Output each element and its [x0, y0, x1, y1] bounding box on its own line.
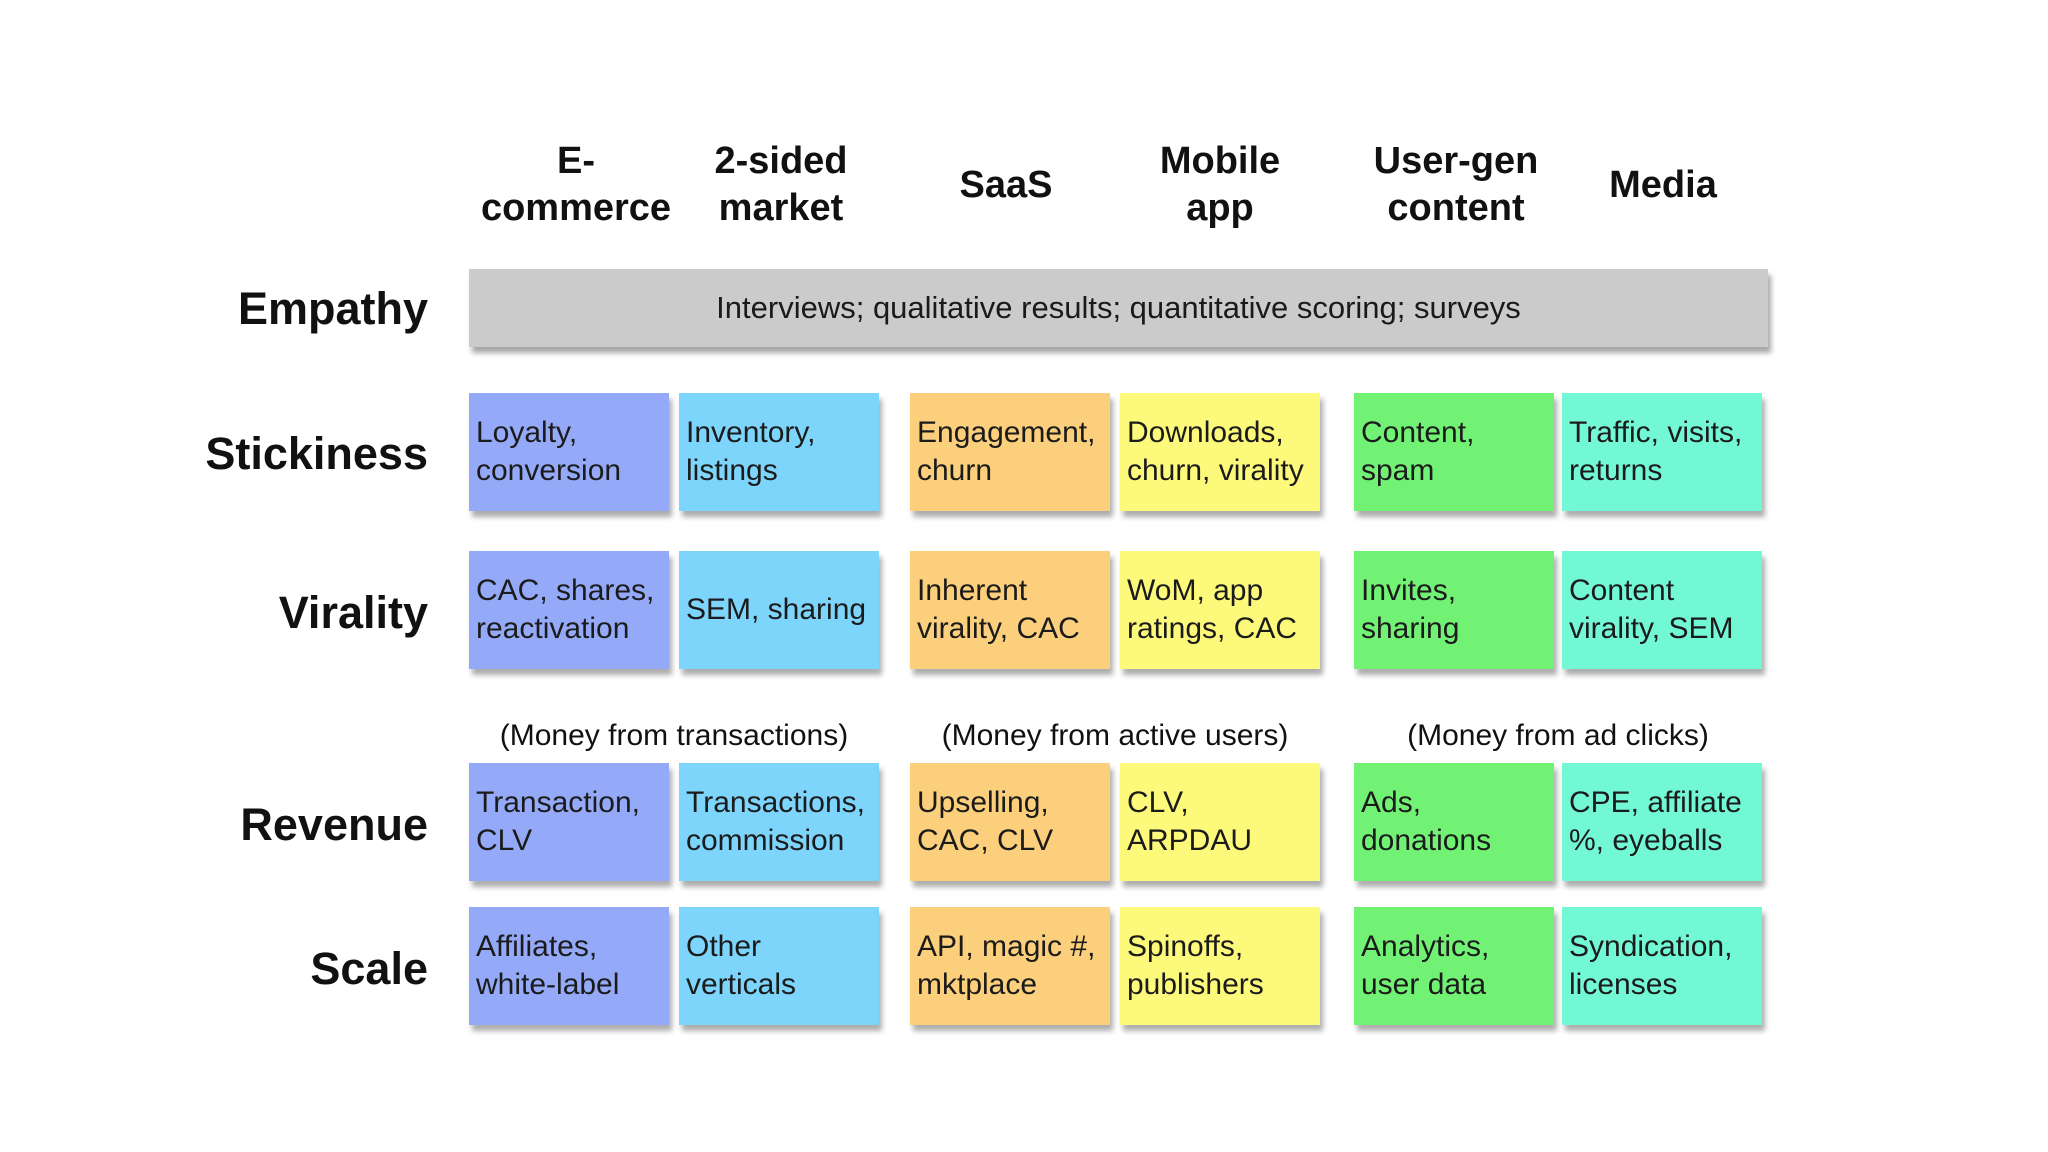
- row-label-scale: Scale: [310, 943, 428, 994]
- cell-text: Traffic, visits, returns: [1569, 416, 1743, 487]
- row-label-stickiness: Stickiness: [205, 428, 428, 479]
- cell-text: Upselling, CAC, CLV: [917, 786, 1054, 857]
- cell-text: Invites, sharing: [1361, 574, 1460, 645]
- column-header-media: Media: [1609, 163, 1717, 206]
- cell-scale-saas: API, magic #, mktplace: [910, 907, 1110, 1025]
- column-header-user-gen-content: User-gen content: [1373, 140, 1539, 229]
- cell-virality-2-sided-market: SEM, sharing: [679, 551, 879, 669]
- cell-stickiness-2-sided-market: Inventory, listings: [679, 393, 879, 511]
- cell-scale-user-gen-content: Analytics, user data: [1354, 907, 1554, 1025]
- cell-text: Loyalty, conversion: [476, 416, 622, 487]
- revenue-note-active-users: (Money from active users): [941, 719, 1289, 752]
- cell-stickiness-user-gen-content: Content, spam: [1354, 393, 1554, 511]
- cell-text: Analytics, user data: [1361, 930, 1490, 1001]
- column-header-ecommerce: E- commerce: [480, 140, 672, 229]
- cell-revenue-ecommerce: Transaction, CLV: [469, 763, 669, 881]
- cell-text: CAC, shares, reactivation: [476, 574, 655, 645]
- cell-virality-media: Content virality, SEM: [1562, 551, 1762, 669]
- cell-revenue-2-sided-market: Transactions, commission: [679, 763, 879, 881]
- cell-revenue-user-gen-content: Ads, donations: [1354, 763, 1554, 881]
- cell-text: Transaction, CLV: [476, 786, 640, 857]
- row-label-empathy: Empathy: [237, 283, 428, 334]
- cell-text: Content virality, SEM: [1569, 574, 1734, 645]
- cell-text: Ads, donations: [1361, 786, 1492, 857]
- cell-text: WoM, app ratings, CAC: [1127, 574, 1298, 645]
- cell-stickiness-ecommerce: Loyalty, conversion: [469, 393, 669, 511]
- cell-text: Other verticals: [686, 930, 797, 1001]
- cell-stickiness-media: Traffic, visits, returns: [1562, 393, 1762, 511]
- cell-scale-media: Syndication, licenses: [1562, 907, 1762, 1025]
- cell-text: Downloads, churn, virality: [1127, 416, 1304, 487]
- row-label-revenue: Revenue: [240, 799, 428, 850]
- cell-virality-saas: Inherent virality, CAC: [910, 551, 1110, 669]
- cell-virality-mobile-app: WoM, app ratings, CAC: [1120, 551, 1320, 669]
- empathy-banner: Interviews; qualitative results; quantit…: [469, 269, 1768, 347]
- cell-text: Inherent virality, CAC: [917, 574, 1080, 645]
- cell-virality-user-gen-content: Invites, sharing: [1354, 551, 1554, 669]
- cell-scale-2-sided-market: Other verticals: [679, 907, 879, 1025]
- column-header-saas: SaaS: [959, 163, 1053, 206]
- cell-stickiness-saas: Engagement, churn: [910, 393, 1110, 511]
- cell-revenue-saas: Upselling, CAC, CLV: [910, 763, 1110, 881]
- cell-text: Inventory, listings: [686, 416, 816, 487]
- cell-stickiness-mobile-app: Downloads, churn, virality: [1120, 393, 1320, 511]
- cell-text: Syndication, licenses: [1569, 930, 1733, 1001]
- cell-virality-ecommerce: CAC, shares, reactivation: [469, 551, 669, 669]
- row-label-virality: Virality: [278, 587, 428, 638]
- cell-text: Affiliates, white-label: [476, 930, 620, 1001]
- cell-text: API, magic #, mktplace: [917, 930, 1096, 1001]
- cell-text: Spinoffs, publishers: [1127, 930, 1264, 1001]
- column-header-mobile-app: Mobile app: [1159, 140, 1281, 229]
- column-header-2-sided-market: 2-sided market: [714, 140, 848, 229]
- revenue-note-transactions: (Money from transactions): [499, 719, 849, 752]
- cell-text: CLV, ARPDAU: [1127, 786, 1253, 857]
- cell-text: CPE, affiliate %, eyeballs: [1569, 786, 1742, 857]
- cell-scale-mobile-app: Spinoffs, publishers: [1120, 907, 1320, 1025]
- cell-text: Engagement, churn: [917, 416, 1096, 487]
- cell-text: SEM, sharing: [686, 593, 867, 626]
- cell-text: Content, spam: [1361, 416, 1475, 487]
- cell-revenue-mobile-app: CLV, ARPDAU: [1120, 763, 1320, 881]
- cell-revenue-media: CPE, affiliate %, eyeballs: [1562, 763, 1762, 881]
- cell-scale-ecommerce: Affiliates, white-label: [469, 907, 669, 1025]
- revenue-note-ad-clicks: (Money from ad clicks): [1407, 719, 1709, 752]
- cell-text: Transactions, commission: [686, 786, 865, 857]
